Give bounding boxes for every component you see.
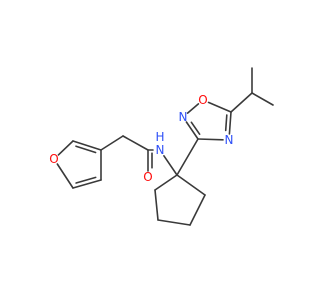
- bond-nAm-cq: [163, 155, 178, 176]
- bond-cpD-cq: [176, 174, 206, 196]
- bond-oxN4-oxC3: [197, 138, 224, 141]
- bond-oxC5-oxN4-second: [224, 114, 228, 132]
- atom-label-amide-n-hydrogen: H: [155, 130, 164, 144]
- bond-fC4-ch2: [100, 135, 124, 151]
- bond-oxC3-oxN2-second: [190, 121, 201, 135]
- bond-cq-oxC3: [176, 138, 199, 176]
- bond-fC2-fC3: [72, 179, 102, 189]
- bond-cpB-cpC: [157, 219, 191, 226]
- atom-label-oxadiazole-n4: N: [225, 133, 234, 147]
- atom-label-furan-o: O: [49, 152, 58, 166]
- bond-layer: [56, 67, 274, 226]
- atom-label-oxadiazole-n2: N: [179, 110, 188, 124]
- bond-cpC-cpD: [189, 194, 206, 226]
- atom-label-amide-n: N: [156, 143, 165, 157]
- bond-ipr-me2: [251, 92, 274, 106]
- bond-cq-cpA: [154, 174, 178, 191]
- bond-oxC5-oxN4: [228, 111, 232, 135]
- atom-label-carbonyl-o: O: [143, 170, 152, 184]
- bond-fC2-fC3-second: [75, 176, 97, 184]
- atom-label-oxadiazole-o: O: [198, 93, 207, 107]
- bond-oxC3-oxN2: [185, 121, 199, 140]
- bond-oxC5-ipr: [230, 92, 253, 113]
- bond-oxO1-oxC5: [207, 101, 232, 113]
- bond-fC5-fO: [57, 140, 74, 156]
- bond-fO-fC2: [56, 163, 74, 189]
- bond-fC4-fC5: [72, 140, 102, 151]
- bond-cpA-cpB: [154, 189, 159, 221]
- bond-fC4-fC5-second: [75, 145, 97, 154]
- bond-oxN2-oxO1: [186, 103, 200, 114]
- bond-ch2-cco: [122, 135, 149, 151]
